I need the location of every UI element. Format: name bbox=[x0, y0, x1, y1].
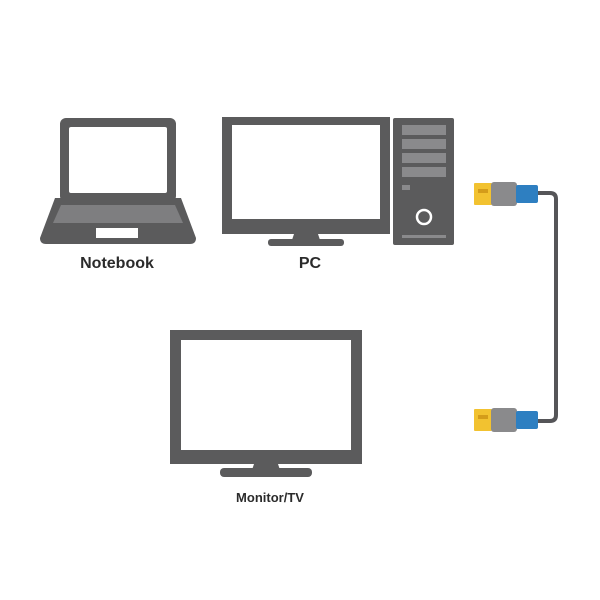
notebook-label: Notebook bbox=[80, 255, 154, 272]
monitor-tv-label: Monitor/TV bbox=[236, 490, 304, 505]
monitor-tv-icon bbox=[170, 330, 362, 477]
laptop-icon bbox=[40, 118, 196, 244]
usb-cable-icon bbox=[474, 182, 558, 432]
usb-connector-bottom-icon bbox=[474, 408, 538, 432]
usb-connector-top-icon bbox=[474, 182, 538, 206]
pc-tower-icon bbox=[393, 118, 454, 245]
pc-monitor-icon bbox=[222, 117, 390, 246]
pc-label: PC bbox=[298, 255, 322, 272]
